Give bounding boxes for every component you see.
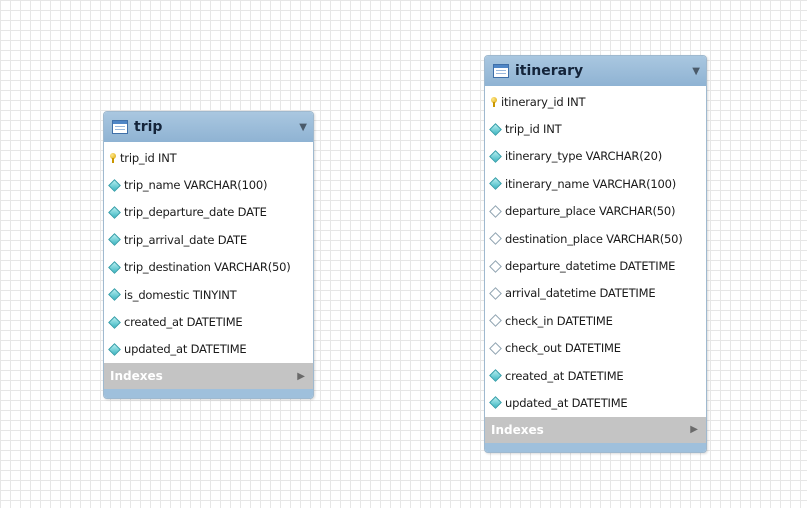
indexes-label: Indexes — [491, 422, 544, 437]
not-null-column-icon — [108, 260, 121, 274]
nullable-column-icon — [489, 232, 502, 246]
indexes-section-toggle[interactable]: Indexes ▶ — [104, 363, 313, 390]
column-row[interactable]: updated_at DATETIME — [104, 336, 313, 363]
entity-title: trip — [134, 119, 163, 135]
column-label: updated_at DATETIME — [505, 395, 628, 410]
column-label: arrival_datetime DATETIME — [505, 286, 656, 301]
not-null-column-icon — [489, 150, 502, 163]
column-label: trip_arrival_date DATE — [124, 232, 247, 247]
nullable-column-icon — [489, 314, 502, 328]
column-row[interactable]: is_domestic TINYINT — [104, 281, 313, 308]
column-row[interactable]: trip_id INT — [485, 115, 706, 142]
column-row[interactable]: trip_id INT — [104, 144, 313, 171]
entity-header-itinerary[interactable]: itinerary ▼ — [485, 56, 706, 86]
column-list: itinerary_id INT trip_id INT itinerary_t… — [485, 86, 706, 417]
primary-key-icon — [490, 97, 497, 108]
not-null-column-icon — [108, 178, 121, 192]
not-null-column-icon — [108, 233, 121, 247]
not-null-column-icon — [489, 122, 502, 136]
column-row[interactable]: departure_place VARCHAR(50) — [485, 198, 706, 225]
entity-trip[interactable]: trip ▼ trip_id INT trip_name VARCHAR(100… — [103, 111, 314, 400]
column-row[interactable]: created_at DATETIME — [485, 362, 706, 389]
column-label: destination_place VARCHAR(50) — [505, 231, 683, 246]
column-label: itinerary_id INT — [501, 94, 586, 109]
entity-footer — [104, 389, 313, 399]
entity-title: itinerary — [515, 63, 584, 79]
column-row[interactable]: itinerary_id INT — [485, 88, 706, 115]
entity-itinerary[interactable]: itinerary ▼ itinerary_id INT trip_id INT… — [484, 55, 707, 453]
column-label: trip_destination VARCHAR(50) — [124, 260, 291, 275]
collapse-arrow-icon[interactable]: ▼ — [299, 121, 307, 133]
not-null-column-icon — [489, 396, 502, 410]
collapse-arrow-icon[interactable]: ▼ — [692, 65, 700, 77]
column-row[interactable]: created_at DATETIME — [104, 308, 313, 335]
not-null-column-icon — [108, 315, 121, 329]
column-row[interactable]: itinerary_type VARCHAR(20) — [485, 143, 706, 170]
column-label: trip_id INT — [505, 122, 562, 137]
table-icon — [112, 120, 128, 134]
column-row[interactable]: destination_place VARCHAR(50) — [485, 225, 706, 252]
nullable-column-icon — [489, 287, 502, 300]
expand-arrow-icon[interactable]: ▶ — [690, 424, 698, 436]
not-null-column-icon — [108, 343, 121, 356]
column-label: updated_at DATETIME — [124, 342, 247, 357]
entity-footer — [485, 442, 706, 452]
not-null-column-icon — [108, 206, 121, 219]
column-label: trip_departure_date DATE — [124, 205, 267, 220]
not-null-column-icon — [489, 369, 502, 382]
column-label: check_out DATETIME — [505, 341, 621, 356]
column-label: trip_id INT — [120, 150, 177, 165]
column-row[interactable]: arrival_datetime DATETIME — [485, 280, 706, 307]
indexes-label: Indexes — [110, 369, 163, 384]
not-null-column-icon — [489, 177, 502, 191]
indexes-section-toggle[interactable]: Indexes ▶ — [485, 416, 706, 443]
table-icon — [493, 64, 509, 78]
column-row[interactable]: check_out DATETIME — [485, 335, 706, 362]
column-label: created_at DATETIME — [124, 315, 243, 330]
column-row[interactable]: departure_datetime DATETIME — [485, 252, 706, 279]
column-label: itinerary_name VARCHAR(100) — [505, 176, 677, 191]
column-label: is_domestic TINYINT — [124, 287, 237, 302]
column-list: trip_id INT trip_name VARCHAR(100) trip_… — [104, 142, 313, 363]
column-row[interactable]: trip_name VARCHAR(100) — [104, 171, 313, 198]
nullable-column-icon — [489, 341, 502, 355]
column-row[interactable]: trip_departure_date DATE — [104, 199, 313, 226]
column-label: trip_name VARCHAR(100) — [124, 178, 268, 193]
column-label: itinerary_type VARCHAR(20) — [505, 149, 663, 164]
nullable-column-icon — [489, 259, 502, 273]
column-row[interactable]: check_in DATETIME — [485, 307, 706, 334]
column-label: created_at DATETIME — [505, 368, 624, 383]
column-row[interactable]: trip_arrival_date DATE — [104, 226, 313, 253]
primary-key-icon — [109, 153, 116, 164]
column-row[interactable]: itinerary_name VARCHAR(100) — [485, 170, 706, 197]
column-label: departure_datetime DATETIME — [505, 259, 676, 274]
nullable-column-icon — [489, 204, 502, 218]
not-null-column-icon — [108, 288, 121, 302]
entity-header-trip[interactable]: trip ▼ — [104, 112, 313, 142]
column-label: check_in DATETIME — [505, 313, 613, 328]
column-row[interactable]: trip_destination VARCHAR(50) — [104, 254, 313, 281]
column-label: departure_place VARCHAR(50) — [505, 204, 676, 219]
expand-arrow-icon[interactable]: ▶ — [297, 370, 305, 382]
column-row[interactable]: updated_at DATETIME — [485, 389, 706, 416]
